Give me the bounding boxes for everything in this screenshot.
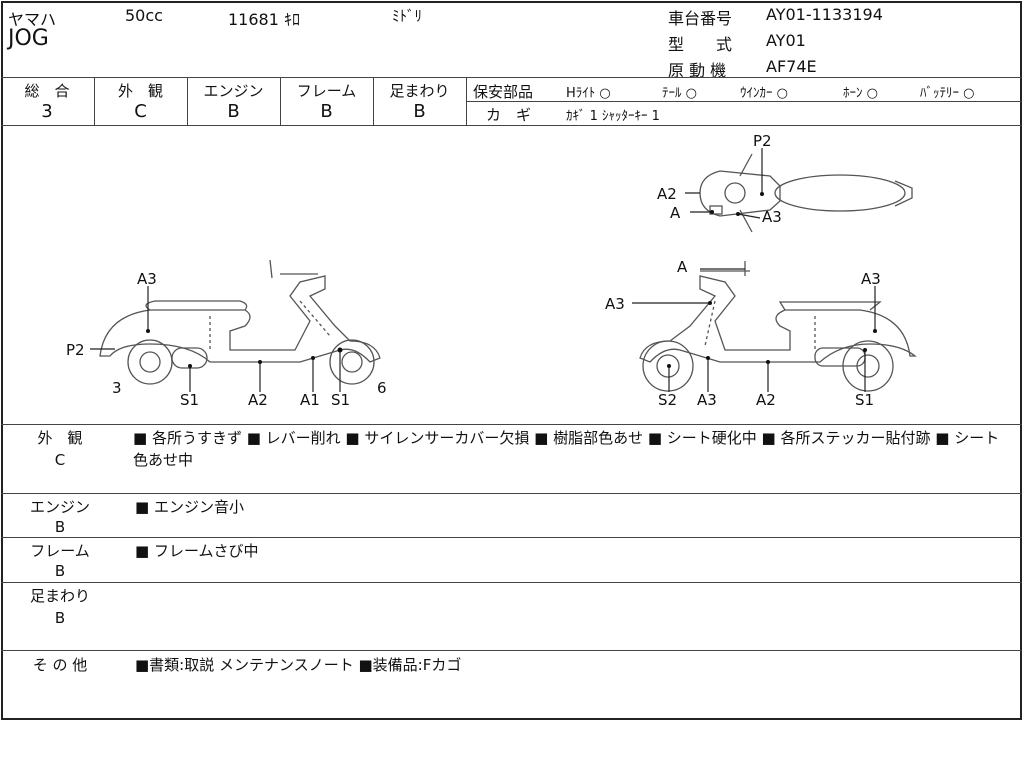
grade-overall-label: 総 合 — [24, 82, 70, 100]
mileage: 11681 ｷﾛ — [228, 10, 300, 29]
color: ﾐﾄﾞﾘ — [392, 7, 423, 25]
note-frame-label: フレーム — [30, 542, 90, 560]
divider — [94, 77, 95, 125]
note-other-label: そ の 他 — [32, 656, 88, 674]
sheet-border — [1, 1, 1022, 720]
engine-label: 原 動 機 — [668, 61, 727, 80]
grade-suspension-label: 足まわり — [389, 82, 450, 100]
damage-label: A3 — [762, 208, 782, 226]
engine-value: AF74E — [766, 57, 817, 76]
grade-engine-label: エンジン — [203, 82, 264, 100]
safety-headlight: Hﾗｲﾄ ○ — [566, 86, 611, 101]
divider — [1, 537, 1022, 538]
damage-label: A3 — [861, 270, 881, 288]
note-exterior-label: 外 観 — [37, 429, 83, 447]
scooter-left-view — [99, 259, 381, 385]
grade-suspension-value: B — [413, 101, 426, 122]
note-exterior-grade: C — [54, 451, 66, 469]
divider — [1, 424, 1022, 425]
frame-no-label: 車台番号 — [668, 9, 733, 28]
safety-tail: ﾃｰﾙ ○ — [662, 86, 697, 101]
note-other-text: ■書類:取説 メンテナンスノート ■装備品:Fカゴ — [135, 656, 462, 674]
damage-label: S1 — [331, 391, 351, 409]
divider — [280, 77, 281, 125]
type-label: 型 式 — [668, 35, 733, 54]
divider — [466, 77, 467, 125]
grade-exterior-value: C — [134, 101, 147, 122]
frame-no: AY01-1133194 — [766, 5, 883, 24]
damage-label: S1 — [180, 391, 200, 409]
note-suspension-grade: B — [54, 609, 66, 627]
divider — [187, 77, 188, 125]
scooter-right-view — [639, 261, 917, 392]
safety-horn: ﾎｰﾝ ○ — [843, 86, 878, 101]
note-engine-label: エンジン — [29, 498, 90, 516]
divider — [467, 101, 1022, 102]
damage-label: A2 — [657, 185, 677, 203]
grade-frame-value: B — [320, 101, 333, 122]
damage-label: P2 — [753, 132, 772, 150]
safety-label: 保安部品 — [473, 83, 534, 101]
type-value: AY01 — [766, 31, 806, 50]
damage-label: A — [670, 204, 681, 222]
damage-label: 6 — [377, 379, 387, 397]
safety-battery: ﾊﾞｯﾃﾘｰ ○ — [920, 86, 975, 101]
damage-label: A3 — [697, 391, 717, 409]
grade-frame-label: フレーム — [296, 82, 357, 100]
damage-label: P2 — [66, 341, 85, 359]
damage-label: A1 — [300, 391, 320, 409]
note-frame-text: ■ フレームさび中 — [135, 542, 259, 560]
scooter-diagram — [90, 148, 917, 392]
note-engine-text: ■ エンジン音小 — [135, 498, 244, 516]
divider — [1, 582, 1022, 583]
displacement: 50cc — [125, 6, 163, 25]
damage-label: A2 — [756, 391, 776, 409]
divider — [1, 125, 1022, 126]
note-engine-grade: B — [54, 518, 66, 536]
damage-label: A3 — [137, 270, 157, 288]
grade-overall-value: 3 — [41, 101, 53, 122]
keys-value: ｶｷﾞ 1 ｼｬｯﾀｰｷｰ 1 — [566, 109, 660, 124]
safety-winker: ｳｲﾝｶｰ ○ — [740, 86, 788, 101]
note-frame-grade: B — [54, 562, 66, 580]
damage-label: A — [677, 258, 688, 276]
divider — [1, 493, 1022, 494]
damage-label: A3 — [605, 295, 625, 313]
grade-engine-value: B — [227, 101, 240, 122]
damage-label: A2 — [248, 391, 268, 409]
grade-exterior-label: 外 観 — [117, 82, 163, 100]
divider — [1, 650, 1022, 651]
model-name: JOG — [8, 26, 49, 51]
maker: ヤマハ — [8, 10, 57, 29]
divider — [373, 77, 374, 125]
scooter-top-view — [699, 153, 913, 233]
divider — [1, 77, 1022, 78]
damage-label: S1 — [855, 391, 875, 409]
damage-label: 3 — [112, 379, 122, 397]
note-exterior-text: ■ 各所うすきず ■ レバー削れ ■ サイレンサーカバー欠損 ■ 樹脂部色あせ … — [133, 429, 1000, 469]
keys-label: カ ギ — [486, 106, 532, 124]
note-suspension-label: 足まわり — [29, 587, 90, 605]
damage-label: S2 — [658, 391, 678, 409]
